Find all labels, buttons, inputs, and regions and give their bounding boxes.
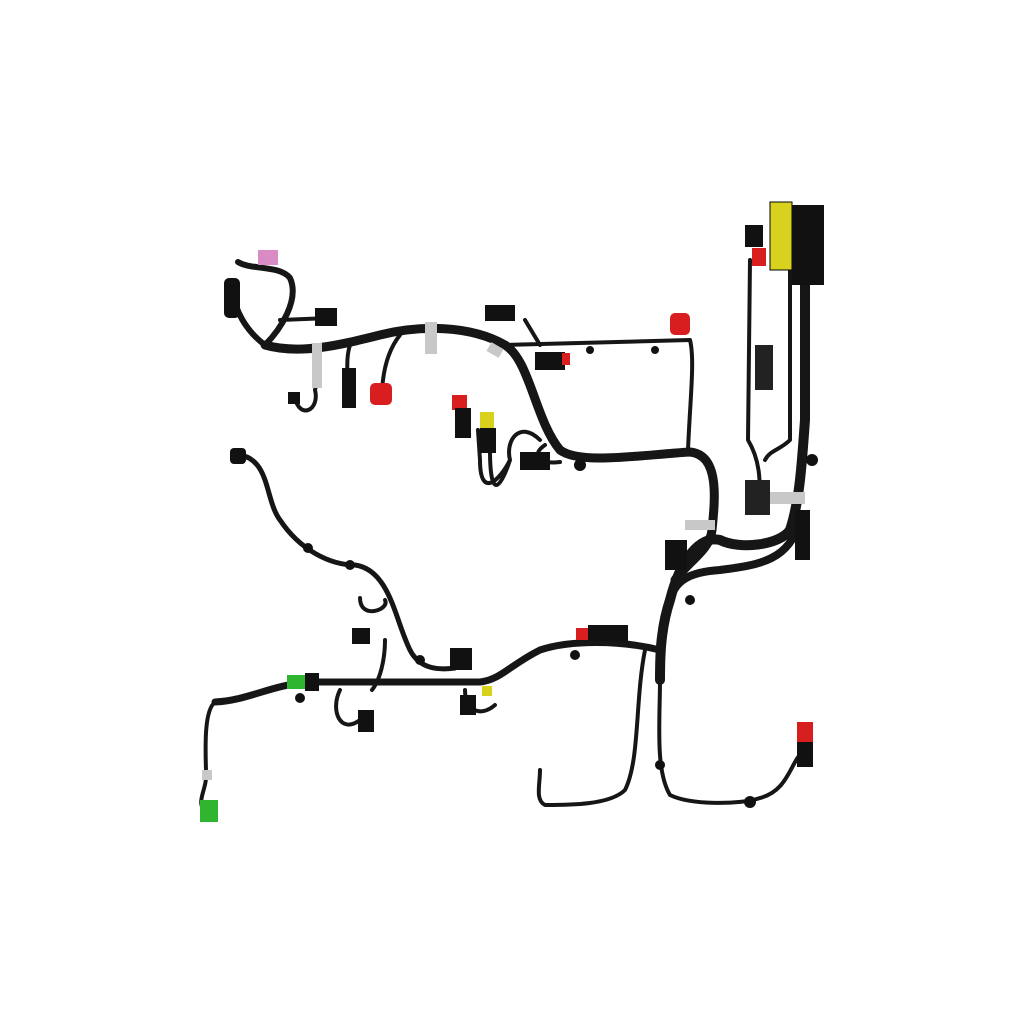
connector-black <box>450 648 472 670</box>
connector-yellow <box>480 412 494 430</box>
harness-trunk-lower <box>211 639 664 706</box>
connector-black <box>315 308 337 326</box>
ecu-connector-black <box>792 205 824 285</box>
connector-black <box>224 278 240 318</box>
connector-pink <box>258 250 278 265</box>
ecu-connector-yellow <box>769 201 793 271</box>
connector-black <box>755 345 773 390</box>
bracket <box>765 492 805 504</box>
harness-trunk-upper <box>260 323 719 585</box>
connector-black <box>520 452 550 470</box>
connector-black <box>665 540 687 570</box>
connector-red <box>670 313 690 335</box>
connector-black <box>342 368 356 408</box>
connector-green <box>287 675 307 689</box>
connector-black <box>588 625 628 641</box>
connector-black <box>352 628 370 644</box>
connector-black <box>745 480 770 515</box>
connector-black <box>230 448 246 464</box>
connector-red <box>370 383 392 405</box>
connector-black <box>535 352 565 370</box>
connector-black <box>480 428 496 453</box>
harness-trunk-right <box>655 225 810 685</box>
connector-black <box>745 225 763 247</box>
harness-branch-bottom <box>536 648 807 807</box>
connector-black <box>288 392 300 404</box>
connector-red <box>797 722 813 744</box>
connector-black <box>797 742 813 767</box>
connector-red <box>576 628 588 640</box>
connector-black <box>358 710 374 732</box>
bracket <box>312 343 322 388</box>
connector-yellow <box>482 686 492 696</box>
harness-trunk-right-lower <box>666 516 804 604</box>
connector-black <box>795 510 810 560</box>
connector-black <box>460 695 476 715</box>
bracket <box>202 770 212 780</box>
bracket <box>486 342 504 358</box>
bracket <box>685 520 715 530</box>
harness-branch-lower-misc <box>199 596 497 814</box>
grommets <box>295 346 818 808</box>
connector-red <box>562 353 570 365</box>
connector-black <box>305 673 319 691</box>
connector-black <box>455 408 471 438</box>
bracket <box>425 322 437 354</box>
connector-red <box>452 395 467 410</box>
harness-branch-top-left <box>229 259 296 348</box>
connector-red <box>752 248 766 266</box>
connector-black <box>485 305 515 321</box>
connector-green <box>200 800 218 822</box>
